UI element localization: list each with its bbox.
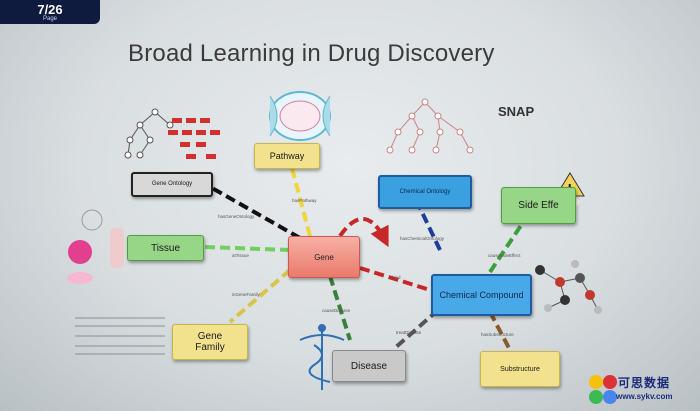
gene-ontology-tree-icon — [124, 108, 174, 159]
page-label: Page — [42, 16, 57, 22]
watermark-text: 可思数据 — [618, 376, 671, 390]
node-gene-family: Gene Family — [172, 324, 248, 360]
caduceus-icon — [299, 324, 345, 390]
edge-label-treat-disease: treatDisease — [396, 330, 422, 335]
edge-label-has-gene-ontology: hasGeneOntology — [218, 214, 255, 219]
page-badge: 7/26 Page — [0, 0, 100, 24]
node-side-effect: Side Effe — [501, 187, 576, 224]
slide-title: Broad Learning in Drug Discovery — [128, 40, 495, 67]
node-chemical-compound: Chemical Compound — [431, 274, 532, 316]
node-pathway: Pathway — [254, 143, 320, 169]
node-tissue: Tissue — [127, 235, 204, 261]
pathway-cell-icon — [269, 91, 331, 141]
gene-ontology-matrix-icon — [168, 118, 220, 159]
node-gene: Gene — [288, 236, 360, 278]
chemical-ontology-tree-icon — [386, 98, 474, 154]
edge-label-cause-disease: causeDisease — [322, 308, 351, 313]
node-substructure: Substructure — [480, 351, 560, 387]
watermark-url: www.sykv.com — [616, 392, 673, 401]
tissue-body-icon — [67, 209, 124, 284]
node-disease: Disease — [332, 350, 406, 382]
edge-label-has-pathway: hasPathway — [292, 198, 317, 203]
watermark-logo-icon — [589, 375, 617, 404]
edge-label-bind: bind — [392, 275, 401, 280]
node-gene-ontology: Gene Ontology — [131, 172, 213, 197]
gene-family-sequence-icon — [75, 317, 165, 355]
edge-label-at-tissue: atTissue — [232, 253, 249, 258]
edge-label-in-gene-family: inGeneFamily — [232, 292, 260, 297]
page-number: 7/26 — [37, 2, 63, 17]
edge-label-has-chemical-ontology: hasChemicalOntology — [400, 236, 445, 241]
snap-label: SNAP — [498, 104, 535, 119]
molecule-icon — [535, 260, 602, 314]
edges — [204, 167, 524, 351]
edge-label-has-substructure: hasSubstructure — [481, 332, 514, 337]
edge-label-side-effect: causeSideEffect — [488, 253, 521, 258]
node-chemical-ontology: Chemical Ontology — [378, 175, 472, 209]
